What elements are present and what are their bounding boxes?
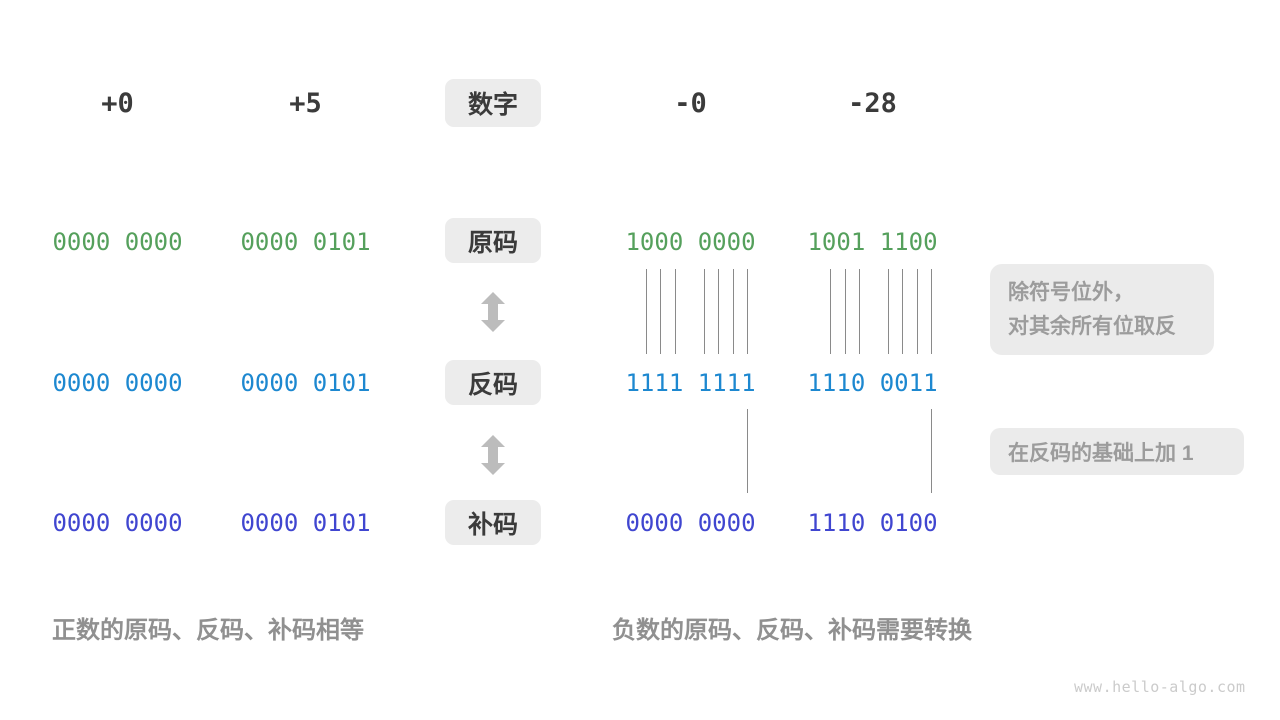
- negative-numbers-caption: 负数的原码、反码、补码需要转换: [612, 617, 972, 644]
- number-badge: 数字: [445, 79, 541, 127]
- bit-connector-line: [888, 269, 889, 354]
- bit-connector-line: [747, 269, 748, 354]
- twos-complement-value: 0000 0101: [240, 509, 371, 537]
- invert-bits-note-line1: 除符号位外，: [1008, 280, 1134, 304]
- bit-connector-line: [675, 269, 676, 354]
- bit-connector-line: [646, 269, 647, 354]
- bit-connector-line: [660, 269, 661, 354]
- bit-connector-line: [733, 269, 734, 354]
- ones-complement-value: 1111 1111: [625, 369, 756, 397]
- sign-magnitude-value: 0000 0101: [240, 228, 371, 256]
- twos-complement-badge: 补码: [445, 500, 541, 545]
- twos-complement-badge-label: 补码: [467, 510, 518, 539]
- last-bit-connector-line: [747, 409, 748, 493]
- twos-complement-value: 1110 0100: [807, 509, 938, 537]
- twos-complement-value: 0000 0000: [52, 509, 183, 537]
- bit-connector-line: [845, 269, 846, 354]
- sign-magnitude-value: 0000 0000: [52, 228, 183, 256]
- bit-connector-line: [718, 269, 719, 354]
- invert-bits-note: 除符号位外， 对其余所有位取反: [990, 264, 1214, 355]
- sign-magnitude-value: 1001 1100: [807, 228, 938, 256]
- up-down-arrow-icon: [481, 435, 505, 475]
- header-plus-five: +5: [289, 88, 322, 119]
- sign-magnitude-badge: 原码: [445, 218, 541, 263]
- last-bit-connector-line: [931, 409, 932, 493]
- bit-connector-line: [859, 269, 860, 354]
- bit-connector-line: [830, 269, 831, 354]
- ones-complement-value: 1110 0011: [807, 369, 938, 397]
- header-plus-zero: +0: [101, 88, 134, 119]
- sign-magnitude-badge-label: 原码: [467, 228, 518, 257]
- bit-connector-line: [902, 269, 903, 354]
- site-watermark: www.hello-algo.com: [1074, 678, 1246, 696]
- sign-magnitude-value: 1000 0000: [625, 228, 756, 256]
- ones-complement-value: 0000 0101: [240, 369, 371, 397]
- bit-connector-line: [917, 269, 918, 354]
- header-minus-zero: -0: [674, 88, 707, 119]
- twos-complement-value: 0000 0000: [625, 509, 756, 537]
- ones-complement-badge-label: 反码: [467, 370, 518, 399]
- ones-complement-value: 0000 0000: [52, 369, 183, 397]
- invert-bits-note-line2: 对其余所有位取反: [1008, 314, 1176, 338]
- add-one-note-text: 在反码的基础上加 1: [1008, 441, 1194, 465]
- up-down-arrow-icon: [481, 292, 505, 332]
- add-one-note: 在反码的基础上加 1: [990, 428, 1244, 475]
- bit-connector-line: [704, 269, 705, 354]
- number-badge-label: 数字: [467, 91, 518, 119]
- header-minus-twentyeight: -28: [848, 88, 897, 119]
- bit-connector-line: [931, 269, 932, 354]
- positive-numbers-caption: 正数的原码、反码、补码相等: [52, 617, 364, 644]
- ones-complement-badge: 反码: [445, 360, 541, 405]
